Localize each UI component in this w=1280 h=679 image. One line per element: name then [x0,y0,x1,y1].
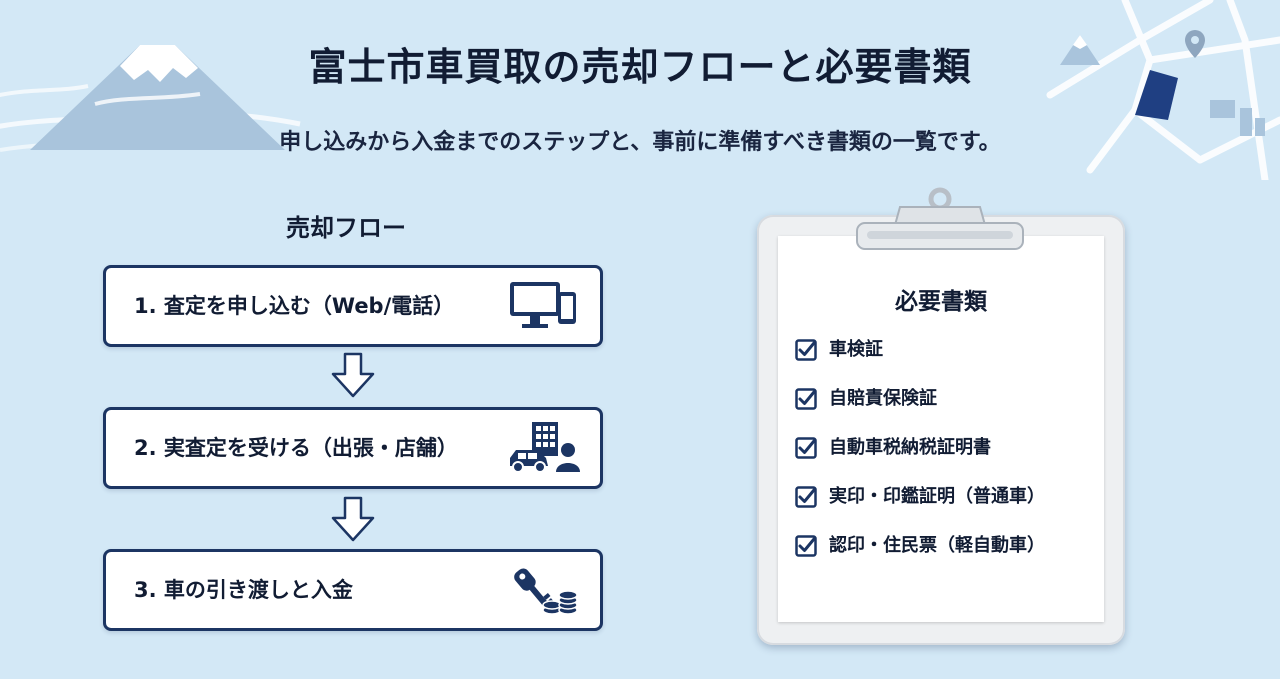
flow-step-label: 2. 実査定を受ける（出張・店舗） [134,436,458,460]
clipboard-clip-icon [856,187,1024,250]
key-and-coins-icon [514,568,578,615]
down-arrow-icon [331,496,375,542]
checkbox-checked-icon [795,486,817,508]
checkbox-checked-icon [795,535,817,557]
checkbox-checked-icon [795,437,817,459]
documents-heading: 必要書類 [895,289,987,315]
checkbox-checked-icon [795,388,817,410]
flow-step-label: 3. 車の引き渡しと入金 [134,578,353,602]
location-pin-icon [1185,30,1205,58]
document-label: 自動車税納税証明書 [829,437,991,458]
document-item: 自動車税納税証明書 [795,437,1045,486]
page-title: 富士市車買取の売却フローと必要書類 [308,45,972,89]
page-subtitle: 申し込みから入金までのステップと、事前に準備すべき書類の一覧です。 [279,130,1001,155]
checkbox-checked-icon [795,339,817,361]
documents-list: 車検証 自賠責保険証 自動車税納税証明書 実印・印鑑証明（普通車） 認印・住民票… [795,339,1045,584]
building-icon [1210,100,1265,136]
document-item: 実印・印鑑証明（普通車） [795,486,1045,535]
documents-sheet [778,236,1104,622]
document-label: 実印・印鑑証明（普通車） [829,486,1045,507]
flow-heading: 売却フロー [286,214,406,242]
city-map-illustration [1046,0,1280,180]
flow-step-inspection: 2. 実査定を受ける（出張・店舗） [103,407,603,489]
flow-step-apply: 1. 査定を申し込む（Web/電話） [103,265,603,347]
document-label: 自賠責保険証 [829,388,937,409]
document-item: 認印・住民票（軽自動車） [795,535,1045,584]
document-label: 認印・住民票（軽自動車） [829,535,1045,556]
flow-step-handover-payment: 3. 車の引き渡しと入金 [103,549,603,631]
mini-mountain-icon [1060,35,1100,65]
document-label: 車検証 [829,339,883,360]
down-arrow-icon [331,352,375,398]
flow-step-label: 1. 査定を申し込む（Web/電話） [134,294,455,318]
document-item: 自賠責保険証 [795,388,1045,437]
document-item: 車検証 [795,339,1045,388]
car-building-person-icon [510,422,580,473]
mount-fuji-illustration [0,45,301,152]
computer-and-phone-icon [510,282,576,328]
